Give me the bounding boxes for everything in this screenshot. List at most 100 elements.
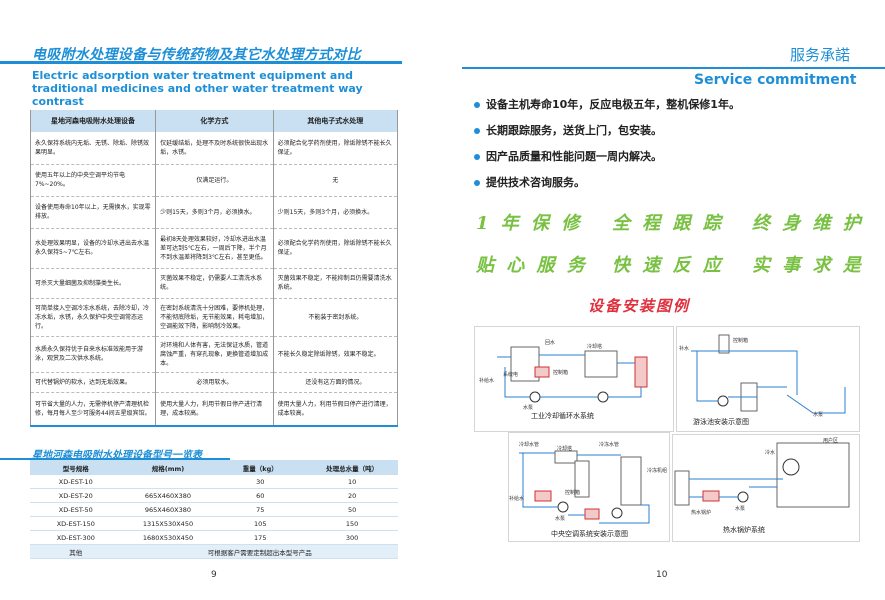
table-cell: 灭菌效果不稳定，仍需要人工清洗水系统。 (155, 268, 274, 299)
diagram-label: 用户区 (823, 438, 839, 444)
water-pipe (691, 350, 798, 402)
col-header-device: 星地河森电吸附水处理设备 (29, 110, 157, 132)
diagram-label: 冷却塔 (587, 344, 603, 350)
table-cell: 150 (306, 516, 398, 531)
commitment-text: 长期跟踪服务，送货上门，包安装。 (486, 124, 662, 137)
page-number-right: 10 (656, 570, 668, 580)
diagram-label: 控制箱 (565, 490, 581, 496)
table-cell: 其他 (30, 544, 122, 559)
device-box (584, 508, 600, 520)
water-tank-icon (782, 458, 800, 476)
slogan: 快 速 反 应 (612, 255, 724, 276)
diagram-industrial-cooling: 回水 冷却塔 控制箱 水泵 补给水 系统电 工业冷却循环水系统 (474, 326, 674, 432)
table-cell: 必须配合化学药剂使用，除垢除锈不能长久保证。 (272, 132, 399, 165)
col-header-size: 规格(mm) (121, 460, 215, 475)
chiller-unit (510, 346, 540, 382)
diagram-label: 水泵 (523, 405, 534, 411)
table-row: 设备使用寿命10年以上，无需换水，实现零排放。 少则15天，多则3个月，必须换水… (29, 196, 399, 229)
pool-outline (786, 387, 846, 414)
diagram-label: 冷却水管 (519, 442, 540, 448)
service-title-cn: 服务承諾 (790, 46, 851, 64)
table-cell: XD-EST-300 (30, 530, 122, 545)
service-title-en: Service commitment (694, 72, 857, 88)
device-box (534, 490, 552, 502)
table-row: XD-EST-50 965X460X380 75 50 (30, 502, 398, 517)
slogan: 贴 心 服 务 (476, 255, 588, 276)
col-header-other: 其他电子式水处理 (272, 110, 399, 132)
table-cell: 还没有这方面的情况。 (272, 372, 399, 393)
table-cell: XD-EST-150 (30, 516, 122, 531)
table-cell: 水质永久保持优于自来水标准效能用于游泳，观赏及二次供水系统。 (29, 336, 157, 373)
diagram-caption: 工业冷却循环水系统 (531, 412, 594, 420)
table-row: XD-EST-10 30 10 (30, 475, 398, 489)
commitment-item: 长期跟踪服务，送货上门，包安装。 (474, 122, 662, 138)
table-cell: 使用大量人力，利用节假日停产进行清理，成本较高。 (155, 392, 274, 427)
table-cell: 10 (306, 475, 398, 489)
table-cell: 最初8天处理效果较好，冷却水进出水温差可达到5℃左右，一周后下降，半个月不到水温… (155, 228, 274, 269)
table-cell: 1680X530X450 (121, 530, 215, 545)
diagram-label: 系统电 (503, 372, 519, 378)
table-cell: 665X460X380 (121, 488, 215, 503)
table-cell: 在密封系统清洗十分困难，要停机处理，不能彻底除垢，无节能效果，耗电增加，空调能效… (155, 298, 274, 337)
commitment-item: 设备主机寿命10年，反应电极五年，整机保修1年。 (474, 96, 740, 112)
table-cell: 可简单接入空调冷冻水系统，去除冷却，冷冻水垢，水锈，永久保护中央空调常态运行。 (29, 298, 157, 337)
bullet-dot-icon (474, 154, 480, 160)
table-row: 水处理效果明显，设备的冷却水进出去水温永久保持5~7℃左右。 最初8天处理效果较… (29, 228, 399, 269)
table-row: 可简单接入空调冷冻水系统，去除冷却，冷冻水垢，水锈，永久保护中央空调常态运行。 … (29, 298, 399, 337)
diagram-central-ac: 冷却水管 冷冻水管 补给水 控制箱 冷却塔 冷冻机组 水泵 中央空调系统安装示意… (508, 432, 670, 542)
table-cell: 必须配合化学药剂使用，除垢除锈不能长久保证。 (272, 228, 399, 269)
table-row: 水质永久保持优于自来水标准效能用于游泳，观赏及二次供水系统。 对环境和人体有害，… (29, 336, 399, 373)
table-cell: 可杀灭大量细菌及抑制藻类生长。 (29, 268, 157, 299)
table-cell: 必须用软水。 (155, 372, 274, 393)
commitment-item: 提供技术咨询服务。 (474, 174, 585, 190)
pump-icon (529, 391, 541, 403)
slogan: 1 年 保 修 (476, 213, 583, 234)
commitment-text: 提供技术咨询服务。 (486, 176, 585, 189)
model-title-underline (0, 458, 230, 460)
user-area (776, 442, 850, 508)
diagram-label: 补给水 (479, 378, 495, 384)
terminal-unit (620, 456, 642, 506)
table-cell: 使用大量人力，利用节假日停产进行清理，成本较高。 (272, 392, 399, 427)
diagram-swimming-pool: 补水 控制箱 水泵 游泳池安装示意图 (676, 326, 860, 432)
slogan: 终 身 维 护 (752, 213, 864, 234)
table-row: XD-EST-300 1680X530X450 175 300 (30, 530, 398, 545)
commitment-text: 设备主机寿命10年，反应电极五年，整机保修1年。 (486, 98, 740, 111)
col-header-model: 型号规格 (30, 460, 122, 475)
diagram-label: 控制箱 (553, 370, 569, 376)
control-box (718, 334, 730, 354)
table-cell: 可代替锅炉的软水，达到无垢效果。 (29, 372, 157, 393)
bullet-dot-icon (474, 102, 480, 108)
table-cell: 175 (214, 530, 307, 545)
diagram-caption: 游泳池安装示意图 (693, 418, 749, 426)
page-title-en: Electric adsorption water treatment equi… (32, 69, 363, 108)
pump-icon (557, 501, 569, 513)
cooling-tower (584, 350, 618, 378)
model-header-row: 型号规格 规格(mm) 重量（kg） 处理总水量（吨） (30, 460, 398, 475)
commitment-item: 因产品质量和性能问题一周内解决。 (474, 148, 662, 164)
table-row: XD-EST-20 665X460X380 60 20 (30, 488, 398, 503)
commitment-text: 因产品质量和性能问题一周内解决。 (486, 150, 662, 163)
table-cell: 965X460X380 (121, 502, 215, 517)
table-cell: 75 (214, 502, 307, 517)
swimming-pool-schematic (691, 334, 846, 414)
table-cell: XD-EST-10 (30, 475, 122, 489)
chiller-unit (574, 460, 590, 498)
diagram-label: 控制箱 (733, 338, 749, 344)
table-cell: 不能长久稳定除垢除锈，效果不稳定。 (272, 336, 399, 373)
model-table-title: 星地河森电吸附水处理设备型号一览表 (32, 450, 202, 461)
pump-icon (597, 391, 609, 403)
table-cell: 使用五年以上的中央空调平均节电7%~20%。 (29, 164, 157, 197)
pump-icon (611, 507, 623, 519)
table-cell: 灭菌效果不稳定，不能抑制且仍需要清洗水系统。 (272, 268, 399, 299)
table-cell: 30 (214, 475, 307, 489)
table-row: XD-EST-150 1315X530X450 105 150 (30, 516, 398, 531)
table-cell: 60 (214, 488, 307, 503)
table-row: 可杀灭大量细菌及抑制藻类生长。 灭菌效果不稳定，仍需要人工清洗水系统。 灭菌效果… (29, 268, 399, 299)
table-cell: 20 (306, 488, 398, 503)
table-row: 永久保持系统内无垢、无锈、除垢、除锈效果明显。 仅延缓结垢，处理不及时系统很快出… (29, 132, 399, 165)
model-table: 型号规格 规格(mm) 重量（kg） 处理总水量（吨） XD-EST-10 30… (30, 460, 398, 559)
diagram-label: 水泵 (813, 412, 824, 418)
industrial-cooling-schematic (497, 346, 648, 403)
water-pipe (519, 452, 650, 524)
